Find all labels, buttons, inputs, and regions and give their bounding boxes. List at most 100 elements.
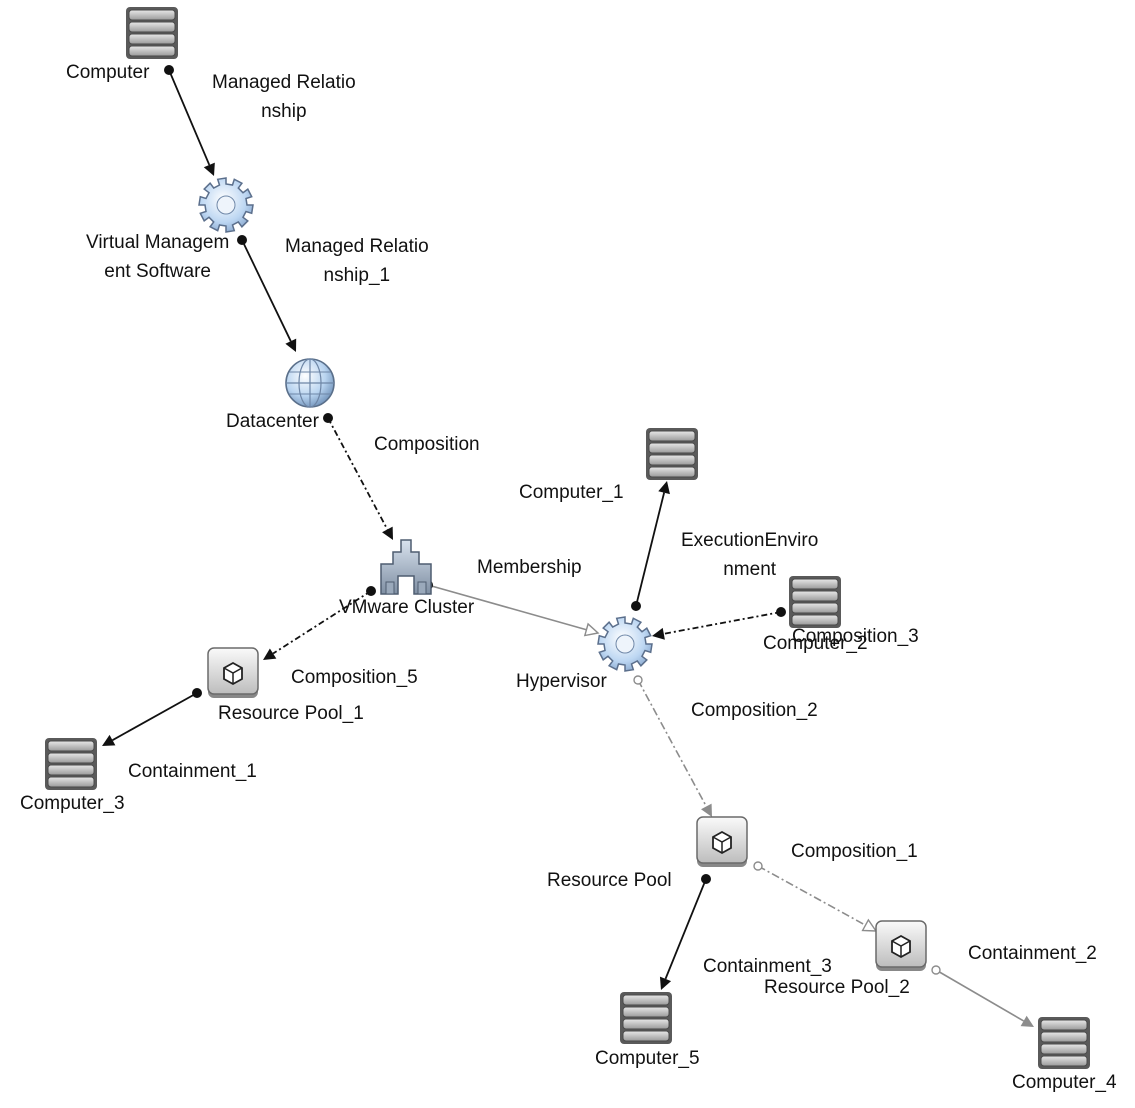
edge-composition-2[interactable] (633, 675, 712, 817)
node-resource-pool-2-label: Resource Pool_2 (764, 973, 910, 1002)
edge-line[interactable] (168, 69, 211, 166)
node-computer-label-line: Computer (66, 62, 150, 83)
node-resource-pool-1-resource-pool-icon[interactable] (207, 647, 259, 698)
edge-managed-relationship-label-line: nship (261, 101, 307, 122)
node-vmware-cluster-cluster-icon[interactable] (380, 539, 432, 595)
edge-tail-marker (631, 601, 641, 611)
edge-line[interactable] (112, 692, 198, 741)
node-computer-3-label: Computer_3 (20, 789, 125, 818)
node-vmware-cluster-label-line: VMware Cluster (339, 597, 475, 618)
edge-arrowhead (1020, 1015, 1034, 1027)
edge-containment-2-label-line: Containment_2 (968, 943, 1097, 964)
edge-containment-3[interactable] (659, 874, 711, 990)
edge-line[interactable] (427, 584, 587, 631)
edge-arrowhead (285, 338, 297, 352)
edge-containment-3-label-line: Containment_3 (703, 956, 832, 977)
edge-tail-marker (323, 413, 333, 423)
node-computer-3-label-line: Computer_3 (20, 793, 125, 814)
edge-line[interactable] (935, 969, 1025, 1022)
node-computer-1-label: Computer_1 (519, 478, 624, 507)
node-datacenter-globe-icon[interactable] (285, 358, 335, 408)
node-computer-5-server-icon[interactable] (620, 992, 672, 1044)
node-computer-3-server-icon[interactable] (45, 738, 97, 790)
edge-composition-2-label: Composition_2 (691, 696, 818, 725)
edge-tail-marker (633, 675, 643, 685)
edge-line[interactable] (635, 492, 665, 607)
node-resource-pool-2-label-line: Resource Pool_2 (764, 977, 910, 998)
node-virtual-management-software-label-line: Virtual Managem (86, 232, 230, 253)
edge-composition-5-label-line: Composition_5 (291, 667, 418, 688)
edge-tail-marker (753, 861, 763, 871)
edge-composition-1-label-line: Composition_1 (791, 841, 918, 862)
edge-composition-1-label: Composition_1 (791, 837, 918, 866)
node-computer-server-icon[interactable] (126, 7, 178, 59)
edge-managed-relationship-label-line: Managed Relatio (212, 72, 356, 93)
node-resource-pool-2-resource-pool-icon[interactable] (875, 920, 927, 971)
node-resource-pool-resource-pool-icon[interactable] (696, 816, 748, 867)
edge-managed-relationship-1-label-line: Managed Relatio (285, 236, 429, 257)
node-hypervisor-label: Hypervisor (516, 667, 607, 696)
edge-composition-1[interactable] (753, 861, 878, 932)
node-vmware-cluster-label: VMware Cluster (339, 593, 474, 622)
edge-arrowhead (263, 648, 277, 660)
edge-managed-relationship-1-label-line: nship_1 (323, 265, 391, 286)
edge-line[interactable] (272, 590, 372, 655)
edge-composition-label: Composition (374, 430, 480, 459)
node-computer-2-label: Computer_2 (763, 629, 868, 658)
edge-arrowhead (652, 627, 665, 640)
node-computer-5-label: Computer_5 (595, 1044, 700, 1073)
edge-arrowhead (382, 526, 393, 540)
node-computer-label: Computer (66, 58, 149, 87)
node-virtual-management-software-label: Virtual Managem ent Software (86, 228, 229, 286)
edge-arrowhead (203, 162, 215, 176)
edge-arrowhead (659, 976, 672, 990)
node-resource-pool-1-label: Resource Pool_1 (218, 699, 364, 728)
edge-containment-2[interactable] (931, 965, 1034, 1027)
edge-composition-2-label-line: Composition_2 (691, 700, 818, 721)
node-computer-2-label-line: Computer_2 (763, 633, 868, 654)
edge-composition-5[interactable] (263, 586, 376, 660)
node-hypervisor-gear-icon[interactable] (597, 616, 653, 672)
edge-composition[interactable] (323, 413, 393, 540)
node-computer-5-label-line: Computer_5 (595, 1048, 700, 1069)
edge-line[interactable] (241, 239, 292, 342)
edge-line[interactable] (637, 679, 708, 807)
edge-managed-relationship-1[interactable] (237, 235, 297, 352)
node-computer-2-server-icon[interactable] (789, 576, 841, 628)
edge-composition-3-label-line: Composition_3 (792, 626, 919, 647)
node-computer-1-server-icon[interactable] (646, 428, 698, 480)
node-resource-pool-label-line: Resource Pool (547, 870, 672, 891)
node-computer-4-label: Computer_4 (1012, 1068, 1117, 1097)
edge-tail-marker (192, 688, 202, 698)
edge-line[interactable] (664, 878, 707, 980)
edge-execution-environment[interactable] (631, 481, 670, 611)
node-virtual-management-software-label-line: ent Software (104, 261, 211, 282)
edge-tail-marker (931, 965, 941, 975)
edge-containment-1-label-line: Containment_1 (128, 761, 257, 782)
edge-managed-relationship[interactable] (164, 65, 215, 176)
node-virtual-management-software-gear-icon[interactable] (198, 177, 254, 233)
edge-composition-3[interactable] (652, 607, 786, 640)
edge-execution-environment-label-line: nment (723, 559, 777, 580)
node-resource-pool-label: Resource Pool (547, 866, 672, 895)
edge-execution-environment-label-line: ExecutionEnviro (681, 530, 819, 551)
edge-composition-3-label: Composition_3 (792, 622, 919, 651)
node-datacenter-label: Datacenter (226, 407, 319, 436)
edge-tail-marker (701, 874, 711, 884)
edge-tail-marker (164, 65, 174, 75)
edge-tail-marker (366, 586, 376, 596)
edge-containment-1[interactable] (102, 688, 202, 746)
edge-line[interactable] (663, 611, 782, 635)
edge-tail-marker (776, 607, 786, 617)
node-computer-1-label-line: Computer_1 (519, 482, 624, 503)
nodes-layer (45, 7, 1090, 1069)
node-computer-4-server-icon[interactable] (1038, 1017, 1090, 1069)
edge-membership-label: Membership (477, 553, 582, 582)
edge-membership-label-line: Membership (477, 557, 582, 578)
edge-tail-marker (237, 235, 247, 245)
edge-line[interactable] (757, 865, 866, 926)
edge-arrowhead (861, 918, 878, 932)
edge-arrowhead (701, 803, 712, 817)
edge-execution-environment-label: ExecutionEnviro nment (681, 526, 818, 584)
